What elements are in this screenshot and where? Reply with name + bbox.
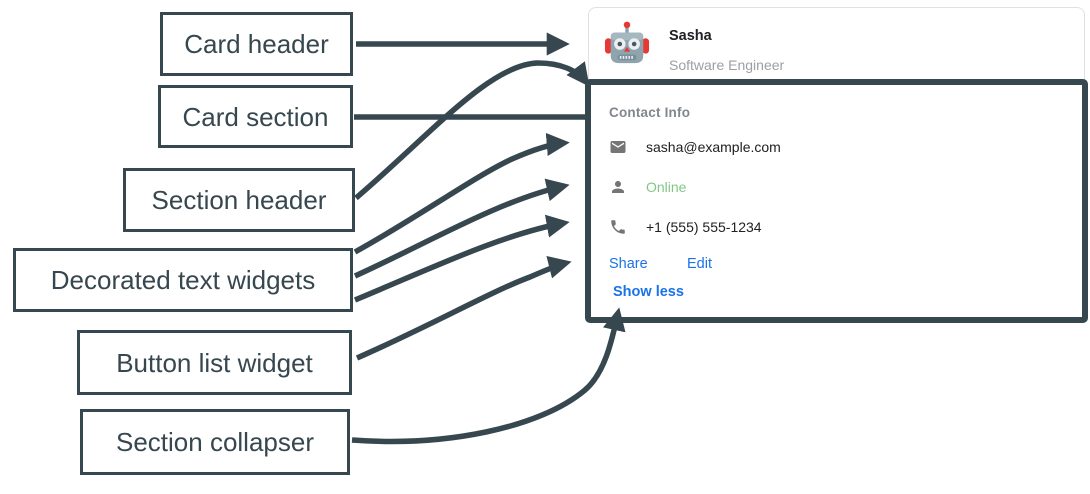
status-text: Online [646, 179, 687, 195]
label-button-list-widget: Button list widget [77, 330, 352, 395]
phone-icon [611, 220, 625, 234]
robot-avatar [604, 21, 650, 64]
card-header-name: Sasha [669, 28, 712, 44]
mail-icon [610, 141, 626, 153]
phone-text: +1 (555) 555-1234 [646, 219, 762, 235]
label-card-header: Card header [160, 12, 353, 76]
contact-card: Sasha Software Engineer Contact Info sas… [588, 7, 1085, 323]
label-section-collapser: Section collapser [80, 409, 350, 475]
section-header-title: Contact Info [609, 105, 691, 120]
arrow-section-collapser [351, 307, 626, 445]
arrow-button-list [355, 256, 572, 361]
label-text: Section header [151, 185, 327, 215]
edit-button[interactable]: Edit [687, 256, 712, 272]
card-header-role: Software Engineer [669, 57, 785, 73]
label-text: Card header [184, 29, 329, 59]
email-text: sasha@example.com [646, 139, 781, 155]
person-icon [612, 181, 624, 193]
arrow-decorated-email [353, 132, 570, 255]
label-text: Decorated text widgets [50, 265, 316, 295]
label-decorated-text-widgets: Decorated text widgets [13, 248, 353, 312]
label-card-section: Card section [158, 85, 353, 148]
label-text: Card section [182, 101, 329, 132]
arrow-decorated-status [353, 178, 570, 279]
arrow-section-header [354, 60, 590, 201]
label-text: Button list widget [116, 347, 313, 378]
label-text: Section collapser [116, 427, 314, 457]
share-button[interactable]: Share [609, 256, 648, 272]
arrow-decorated-phone [353, 214, 570, 303]
section-collapser-button[interactable]: Show less [613, 284, 684, 300]
label-section-header: Section header [123, 168, 355, 232]
